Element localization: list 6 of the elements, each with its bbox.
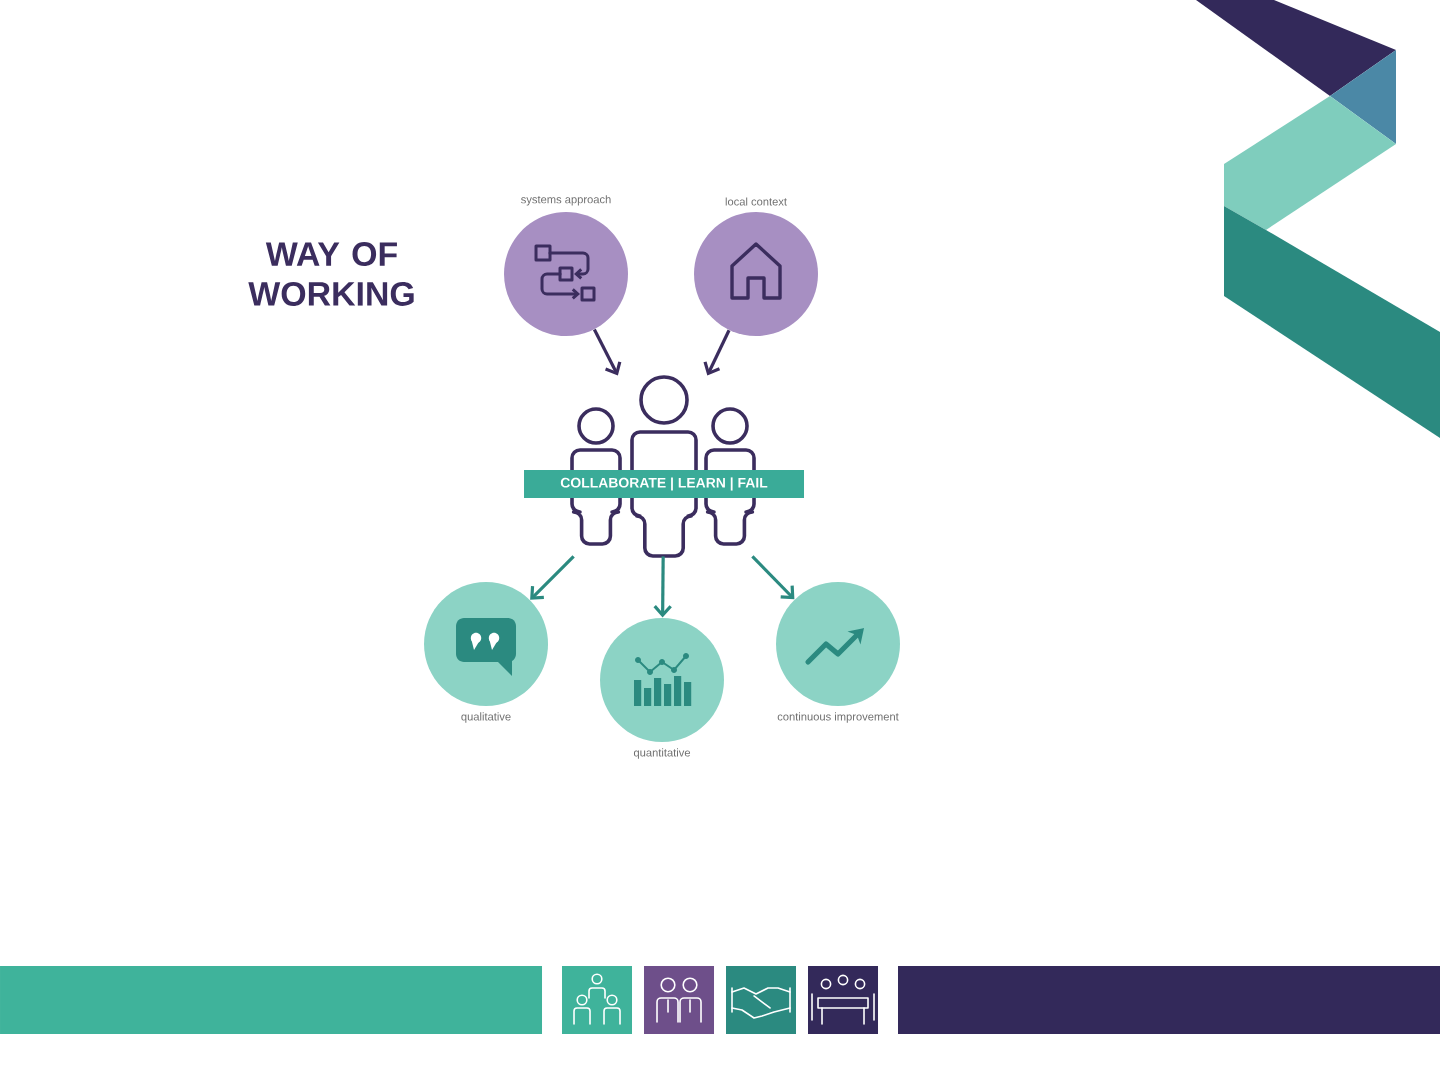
arrow	[592, 328, 622, 376]
arrow	[530, 555, 575, 600]
arrow	[703, 329, 731, 376]
arrow	[653, 556, 672, 618]
arrow	[751, 555, 795, 600]
title: WAY OF WORKING	[248, 242, 414, 306]
